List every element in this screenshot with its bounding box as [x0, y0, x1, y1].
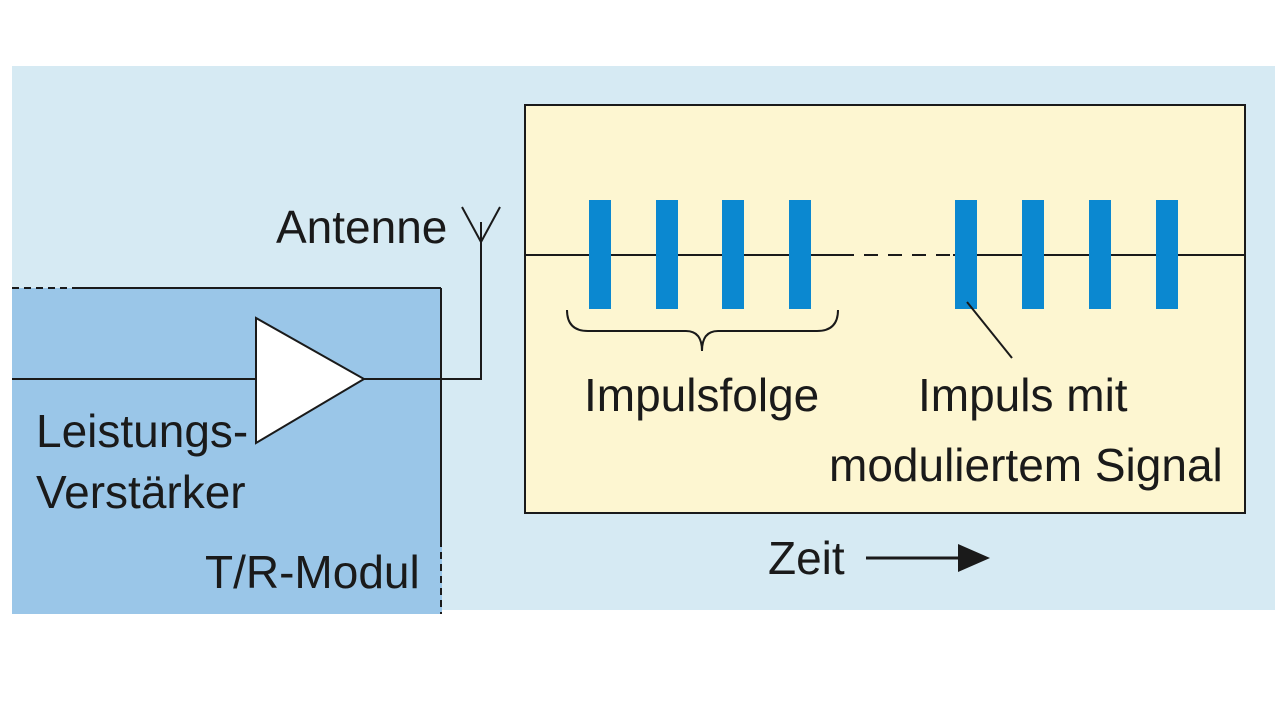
pulse-bar — [722, 200, 744, 309]
pulse-bar — [589, 200, 611, 309]
brace-icon — [566, 309, 839, 352]
amplifier-label-line1: Leistungs- — [36, 405, 248, 457]
antenna-label: Antenne — [276, 201, 447, 253]
tr-module-border — [12, 287, 442, 614]
modulated-pulse-label-line1: Impuls mit — [918, 369, 1128, 421]
amplifier-label-line2: Verstärker — [36, 466, 246, 518]
tr-module-block — [12, 288, 442, 614]
arrow-right-icon — [866, 544, 990, 572]
pulse-pointer-line — [966, 301, 1013, 359]
pulse-bar — [789, 200, 811, 309]
pulse-group-1 — [589, 200, 811, 309]
pulse-group-2 — [955, 200, 1178, 309]
signal-panel — [524, 104, 1246, 514]
pulse-bar — [1022, 200, 1044, 309]
amplifier-triangle-icon — [255, 316, 366, 445]
module-label: T/R-Modul — [205, 546, 420, 598]
antenna-icon — [461, 206, 501, 243]
pulse-bar — [656, 200, 678, 309]
modulated-pulse-label-line2: moduliertem Signal — [829, 439, 1223, 491]
pulse-train-label: Impulsfolge — [584, 369, 819, 421]
pulse-bar — [1156, 200, 1178, 309]
antenna-feed-line — [364, 222, 482, 380]
modulated-pulse-bar — [955, 200, 977, 309]
pulse-bar — [1089, 200, 1111, 309]
time-axis-label: Zeit — [768, 532, 845, 584]
